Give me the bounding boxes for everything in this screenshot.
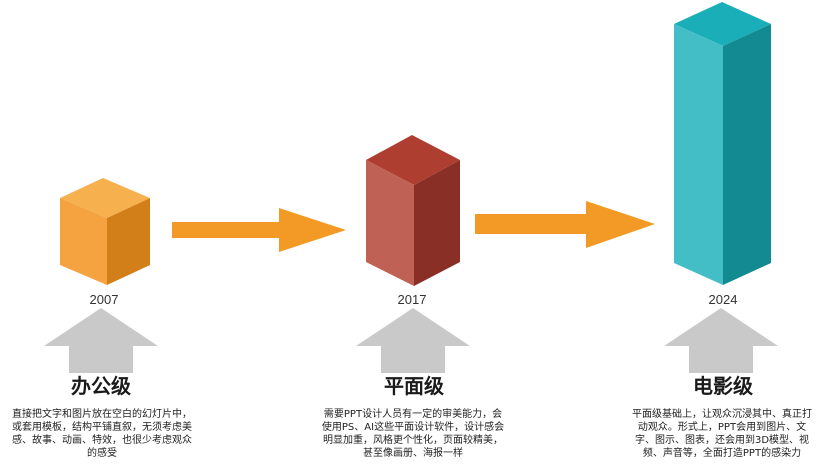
cube-2017-top bbox=[366, 135, 460, 185]
stage-description-office: 直接把文字和图片放在空白的幻灯片中， 或套用模板，结构平铺直叙，无须考虑美 感、… bbox=[2, 408, 202, 460]
cube-2017-front bbox=[366, 160, 414, 286]
year-label-2007: 2007 bbox=[89, 292, 119, 307]
description-line: 需要PPT设计人员有一定的审美能力，会 bbox=[323, 409, 503, 420]
arrow-right-2 bbox=[475, 201, 655, 248]
cube-2007-front bbox=[60, 198, 107, 285]
stage-title-graphic: 平面级 bbox=[384, 374, 444, 398]
description-line: 明显加重，风格更个性化，页面较精美， bbox=[323, 435, 503, 446]
description-line: 直接把文字和图片放在空白的幻灯片中， bbox=[12, 409, 192, 420]
prism-2024-front bbox=[674, 24, 723, 285]
stage-description-graphic: 需要PPT设计人员有一定的审美能力，会 使用PS、AI这些平面设计软件，设计感会… bbox=[312, 408, 514, 460]
cube-2007-top bbox=[60, 178, 150, 218]
description-line: 使用PS、AI这些平面设计软件，设计感会 bbox=[321, 422, 505, 433]
up-arrow-3 bbox=[664, 308, 778, 373]
prism-2024-top bbox=[674, 2, 771, 46]
prism-2024 bbox=[674, 2, 771, 285]
cube-2017 bbox=[366, 135, 460, 286]
prism-2024-side bbox=[723, 24, 771, 285]
description-line: 平面级基础上，让观众沉浸其中、真正打 bbox=[632, 409, 812, 420]
year-label-2017: 2017 bbox=[397, 292, 427, 307]
stage-title-office: 办公级 bbox=[71, 374, 131, 398]
description-line: 或套用模板，结构平铺直叙，无须考虑美 bbox=[12, 422, 192, 433]
description-line: 动观众。形式上，PPT会用到图片、文 bbox=[637, 422, 807, 433]
cube-2017-side bbox=[414, 160, 460, 286]
arrow-right-1 bbox=[172, 208, 346, 252]
description-line: 字、图示、图表，还会用到3D模型、视 bbox=[634, 435, 810, 446]
year-label-2024: 2024 bbox=[708, 292, 738, 307]
description-line: 频、声音等，全面打造PPT的感染力 bbox=[642, 448, 802, 459]
stage-title-cinema: 电影级 bbox=[693, 374, 753, 398]
cube-2007 bbox=[60, 178, 150, 285]
cube-2007-side bbox=[107, 198, 150, 285]
up-arrow-2 bbox=[356, 308, 470, 373]
stage-description-cinema: 平面级基础上，让观众沉浸其中、真正打 动观众。形式上，PPT会用到图片、文 字、… bbox=[621, 408, 823, 460]
description-line: 的感受 bbox=[87, 448, 117, 459]
up-arrow-1 bbox=[44, 308, 158, 373]
description-line: 感、故事、动画、特效，也很少考虑观众 bbox=[12, 435, 192, 446]
description-line: 甚至像画册、海报一样 bbox=[363, 448, 463, 459]
